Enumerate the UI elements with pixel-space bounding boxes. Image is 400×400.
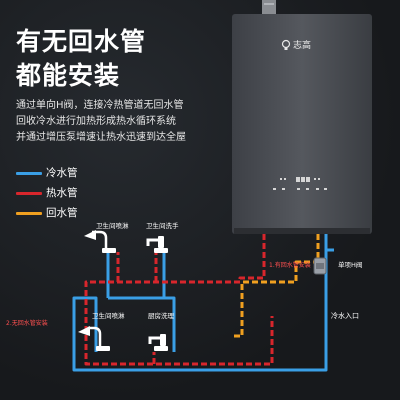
indicator-dot [280,178,282,180]
fixture-shower-upper: 卫生间喷淋 [84,221,129,253]
fixture-shower-lower: 卫生间喷淋 [78,311,125,351]
heater-body [232,14,372,234]
return-water-pipe [232,234,320,338]
cold-water-pipe [72,234,334,372]
valve-label: 单项H阀 [338,260,362,269]
control-panel [273,177,327,190]
fixture-label: 厨房洗理 [148,311,175,320]
description-line: 回收冷水进行加热形成热水循环系统 [16,116,176,127]
shower-head-icon [84,230,116,253]
brand-logo-icon [281,39,291,50]
valve-h [313,257,327,275]
legend-swatch-cold [16,172,42,175]
legend-swatch-return [16,212,42,215]
water-heater: 志高 [232,0,372,234]
description-line: 通过单向H阀，连接冷热管道无回水管 [16,100,184,111]
faucet-icon [146,236,168,253]
fixture-label: 卫生间喷淋 [92,311,125,320]
fixture-faucet-upper: 卫生间洗手 [146,221,179,253]
fixture-label: 卫生间洗手 [146,221,179,230]
legend-label: 冷水管 [46,167,78,179]
shower-head-icon [78,326,110,351]
fixture-label: 卫生间喷淋 [96,221,129,230]
headline-line-2: 都能安装 [16,61,121,90]
hot-water-pipe [84,234,274,366]
touch-button[interactable] [273,188,276,190]
headline-line-1: 有无回水管 [16,27,147,56]
legend-label: 热水管 [46,187,78,199]
legend-label: 回水管 [46,207,78,219]
heater-flue [262,0,276,16]
step1-label: 1.有回水管安装 [269,261,311,269]
legend-swatch-hot [16,192,42,195]
fixture-faucet-lower: 厨房洗理 [148,311,175,351]
display-digit [296,177,300,182]
step2-label: 2.无回水管安装 [6,319,48,327]
description: 通过单向H阀，连接冷热管道无回水管 回收冷水进行加热形成热水循环系统 并通过增压… [16,98,226,146]
inlet-label: 冷水入口 [331,311,359,320]
faucet-icon [148,334,168,351]
brand-name: 志高 [293,39,311,51]
description-line: 并通过增压泵增速让热水迅速到达全屋 [16,132,186,143]
